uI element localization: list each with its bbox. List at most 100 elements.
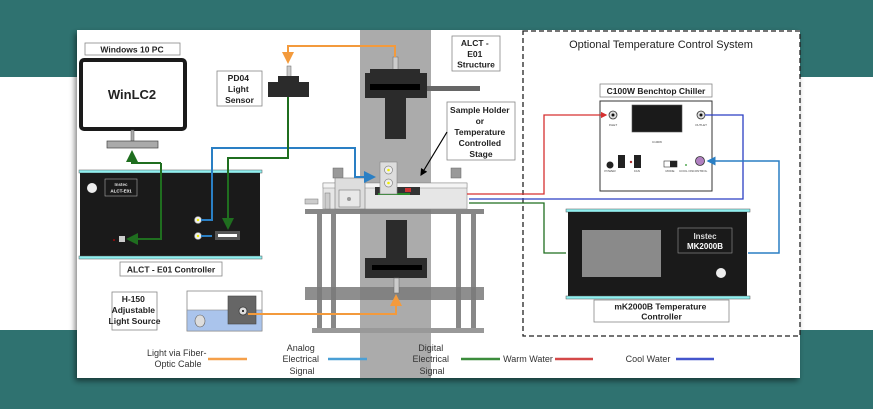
chiller-control-port-icon xyxy=(695,156,705,166)
chiller-power-knob-icon xyxy=(606,161,614,169)
stage-screw-icon xyxy=(347,197,351,201)
table-base xyxy=(312,328,484,333)
cool-on-label: COOL ON xyxy=(679,169,693,173)
h150-light-source xyxy=(186,290,263,332)
bnc-pin xyxy=(196,218,200,222)
sample-holder-label: Sample Holder or Temperature Controlled … xyxy=(450,105,512,159)
analog-signal-line xyxy=(201,147,376,221)
controller-badge xyxy=(104,178,138,197)
light-sensor-icon xyxy=(268,82,309,97)
light-source-knob-icon xyxy=(194,314,206,328)
monitor-screen-text: WinLC2 xyxy=(108,87,156,102)
mk-power-button-icon xyxy=(716,268,726,278)
controller-label-box xyxy=(119,261,223,277)
light-output-pin xyxy=(242,310,244,312)
warm-water-line xyxy=(467,111,608,195)
monitor-neck xyxy=(130,129,135,142)
upper-arm xyxy=(427,86,480,91)
inlet-label: INLET xyxy=(609,123,618,127)
pc-label-box xyxy=(84,42,181,56)
legend-analog-label: Analog Electrical Signal xyxy=(282,343,321,376)
lower-body xyxy=(386,220,407,258)
upper-body xyxy=(385,98,406,139)
sensor-cap xyxy=(278,76,299,82)
legend-warm-label: Warm Water xyxy=(503,354,553,364)
chiller-display xyxy=(631,104,683,133)
power-switch-icon[interactable] xyxy=(618,155,625,168)
mk-label-box xyxy=(593,299,730,323)
chiller-label-box xyxy=(599,83,713,98)
sample-holder-label-box xyxy=(446,101,516,161)
mk-label: mK2000B Temperature Controller xyxy=(614,302,708,322)
indicator-led xyxy=(113,239,115,241)
structure-label: ALCT - E01 Structure xyxy=(457,38,495,70)
legend: Light via Fiber- Optic Cable Analog Elec… xyxy=(147,343,714,376)
optional-system-boundary xyxy=(522,30,801,337)
mk2000b-controller: Instec MK2000B mK2000B Temperature Contr… xyxy=(565,208,751,323)
lower-fiber-port xyxy=(393,277,400,294)
mode-label: MODE xyxy=(666,169,675,173)
controller-bottom-strip xyxy=(78,255,263,260)
digital-port-icon xyxy=(119,236,125,242)
mk-badge-line2: MK2000B xyxy=(687,242,723,251)
controller-top-strip xyxy=(78,169,263,174)
sensor-label: PD04 Light Sensor xyxy=(225,73,255,105)
legend-cool-label: Cool Water xyxy=(626,354,671,364)
usb-port-slot xyxy=(218,234,237,237)
stage-knob xyxy=(332,167,344,179)
cool-water-line xyxy=(469,114,744,200)
sample-slot xyxy=(375,187,420,195)
inlet-hole xyxy=(611,113,615,117)
light-source-label-box xyxy=(111,291,158,331)
monitor-icon xyxy=(79,58,187,131)
controller-label: ALCT - E01 Controller xyxy=(127,265,216,275)
legend-fiber-label: Light via Fiber- Optic Cable xyxy=(147,348,209,369)
micrometer-mount xyxy=(324,192,331,210)
upper-structure xyxy=(365,56,480,139)
sensor-label-box xyxy=(216,70,263,107)
lower-slot xyxy=(372,265,422,270)
mk-badge xyxy=(677,227,733,254)
structure-label-box xyxy=(451,35,501,72)
fan-switch-icon[interactable] xyxy=(634,155,641,168)
stage-table xyxy=(304,161,484,333)
c100w-chiller: C100W Benchtop Chiller INLET OUTLET C100… xyxy=(599,83,713,192)
chiller-control-line xyxy=(706,156,780,254)
controller-to-pc-line xyxy=(126,163,162,245)
micrometer-icon xyxy=(304,198,319,205)
bnc-pin xyxy=(387,181,390,185)
table-top xyxy=(305,209,484,214)
cool-on-led xyxy=(685,164,687,166)
pc-link-line xyxy=(126,150,161,164)
fiber-from-light-source-line xyxy=(248,294,402,315)
table-leg xyxy=(456,214,461,330)
outlet-hole xyxy=(699,113,703,117)
sensor-fiber-port xyxy=(286,65,292,78)
controller-badge-line2: ALCT-E01 xyxy=(110,189,132,194)
pc-label: Windows 10 PC xyxy=(100,45,163,55)
table-leg xyxy=(317,214,322,330)
light-source-label: H-150 Adjustable Light Source xyxy=(109,294,161,326)
mk-top-strip xyxy=(565,208,751,213)
stage-knob xyxy=(450,167,462,179)
mk-bottom-strip xyxy=(565,295,751,300)
bnc-pin xyxy=(196,234,200,238)
sample-heater xyxy=(405,188,411,192)
controller-badge-line1: Instec xyxy=(114,182,128,187)
connections xyxy=(126,45,780,315)
table-middle-plate xyxy=(305,287,484,300)
legend-digital-label: Digital Electrical Signal xyxy=(412,343,451,376)
pd04-sensor: PD04 Light Sensor xyxy=(216,65,309,107)
alct-controller: Instec ALCT-E01 ALCT - E01 Controller xyxy=(78,169,263,277)
bnc-pin xyxy=(387,168,390,172)
chiller-model-label: C100W xyxy=(652,140,662,144)
fiber-to-sensor-line xyxy=(282,45,396,64)
mode-switch-knob xyxy=(670,161,677,167)
table-leg xyxy=(471,214,476,330)
stage-digital-line xyxy=(469,202,566,254)
chiller-power-label: POWER xyxy=(604,169,616,173)
optional-system-title: Optional Temperature Control System xyxy=(569,39,753,51)
mk-display xyxy=(582,230,661,277)
fan-label: FAN xyxy=(634,169,640,173)
